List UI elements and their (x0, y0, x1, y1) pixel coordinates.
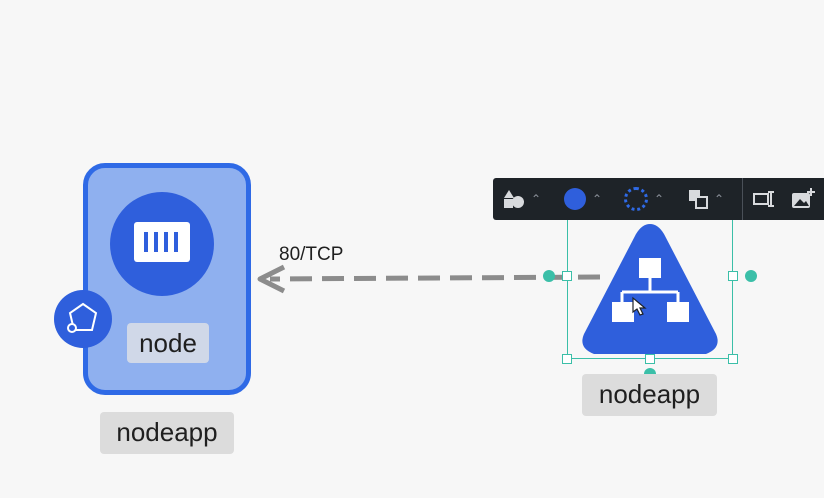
chevron-up-icon: ⌃ (714, 192, 725, 206)
chevron-up-icon: ⌃ (654, 192, 665, 206)
chevron-up-icon: ⌃ (531, 192, 542, 206)
add-image-button[interactable] (791, 178, 815, 220)
chevron-up-icon: ⌃ (592, 192, 603, 206)
add-image-icon (792, 188, 815, 208)
connection-point[interactable] (745, 270, 757, 282)
arrange-button[interactable]: ⌃ (688, 178, 724, 220)
fill-color-button[interactable]: ⌃ (564, 178, 602, 220)
connection-point[interactable] (543, 270, 555, 282)
resize-handle[interactable] (728, 354, 738, 364)
text-field-icon (753, 191, 774, 207)
border-color-button[interactable]: ⌃ (624, 178, 664, 220)
service-triangle-icon[interactable] (578, 218, 722, 360)
toolbar-divider (742, 178, 743, 220)
left-node-inner-label: node (127, 323, 209, 363)
edge-label: 80/TCP (279, 244, 344, 265)
right-node-label: nodeapp (582, 374, 717, 416)
resize-handle[interactable] (728, 271, 738, 281)
pentagon-badge-icon (54, 290, 112, 348)
arrange-icon (689, 190, 708, 209)
shape-picker-button[interactable]: ⌃ (503, 178, 541, 220)
left-node-outer-label: nodeapp (100, 412, 234, 454)
resize-handle[interactable] (645, 354, 655, 364)
resize-handle[interactable] (562, 354, 572, 364)
resize-handle[interactable] (562, 271, 572, 281)
border-color-icon (624, 187, 648, 211)
text-field-button[interactable] (753, 178, 777, 220)
edge-connector[interactable] (250, 255, 610, 305)
container-icon (110, 192, 214, 296)
shape-icon (504, 190, 524, 208)
fill-color-icon (564, 188, 586, 210)
